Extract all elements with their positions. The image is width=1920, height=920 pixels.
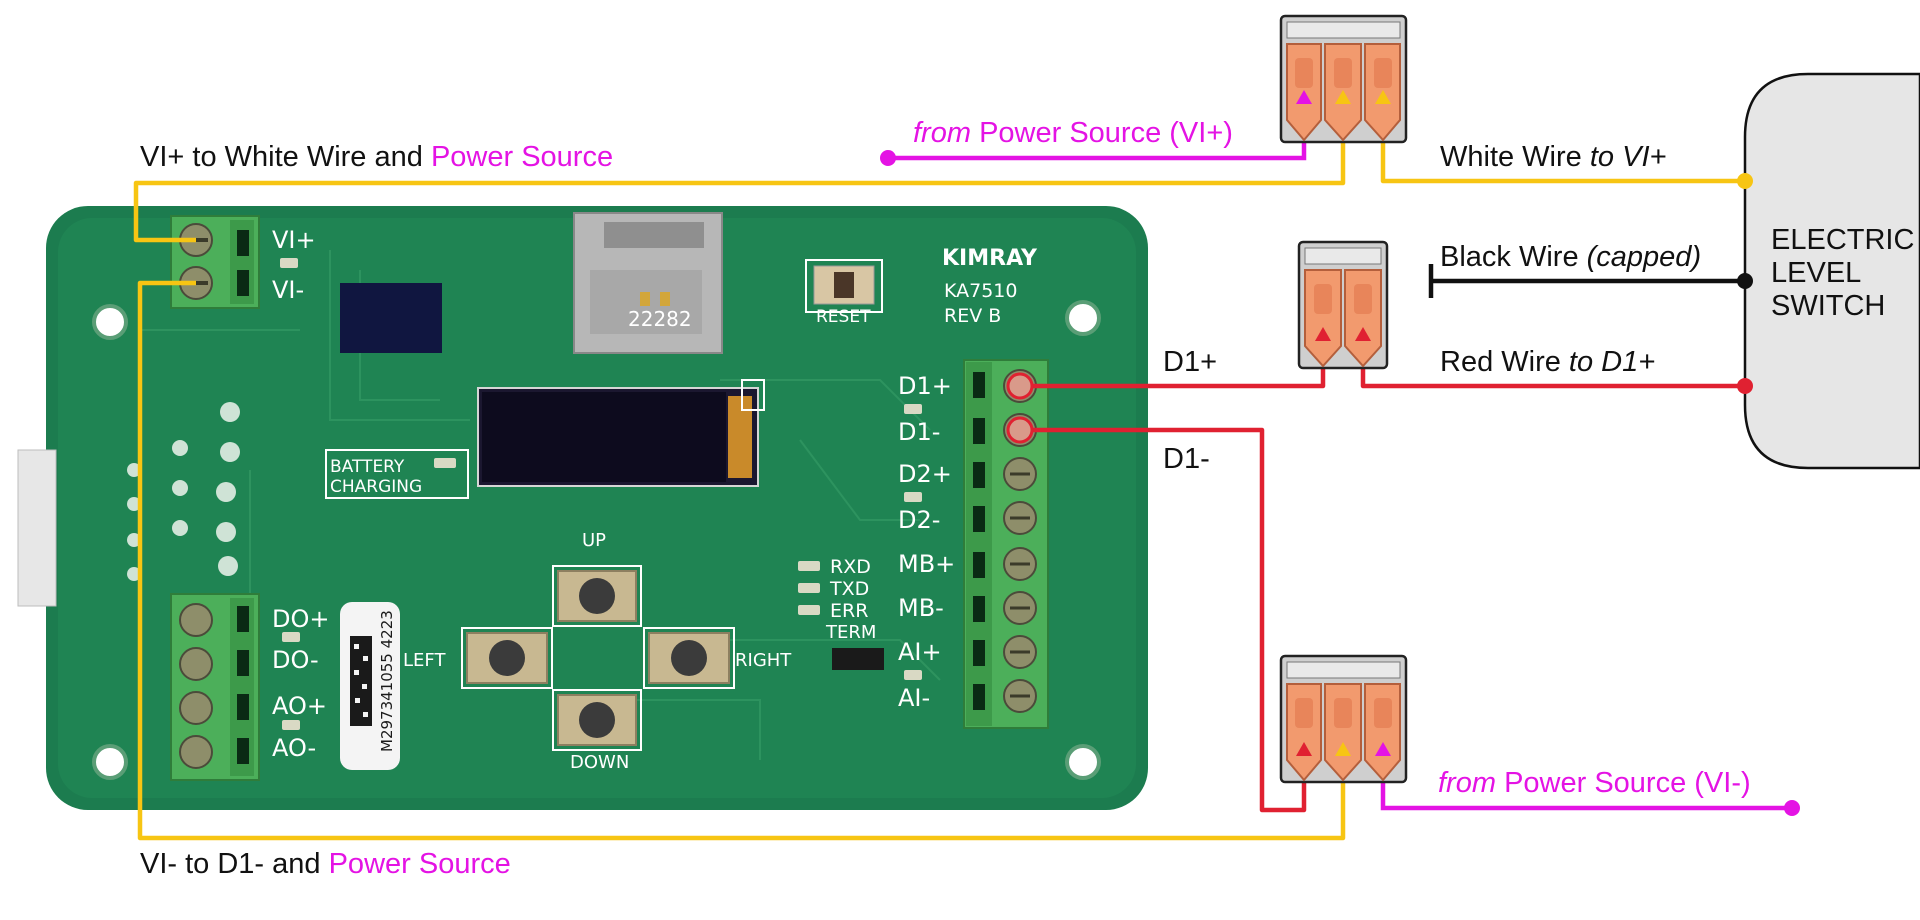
switch-line-1: ELECTRIC xyxy=(1771,224,1915,256)
d2-minus-silk: D2- xyxy=(898,506,940,534)
reset-label: RESET xyxy=(816,307,871,327)
up-label: UP xyxy=(582,530,606,551)
electric-level-switch-label: ELECTRIC LEVEL SWITCH xyxy=(1771,224,1914,323)
model-number: KA7510 xyxy=(944,280,1017,302)
switch-line-3: SWITCH xyxy=(1771,290,1886,322)
brand-logo: KIMRAY xyxy=(942,246,1038,271)
rxd-label: RXD xyxy=(830,556,871,578)
wago-connector-bottom xyxy=(1279,654,1408,784)
power-source-vi-plus-callout: from Power Source (VI+) xyxy=(913,119,1233,148)
d1-plus-silk: D1+ xyxy=(898,372,952,400)
left-label: LEFT xyxy=(403,650,446,671)
right-label: RIGHT xyxy=(735,650,792,671)
battery-charging-indicator: BATTERY CHARGING xyxy=(325,449,469,499)
power-source-vi-minus: Power Source (VI-) xyxy=(1504,767,1751,799)
navigation-pad: UP LEFT RIGHT DOWN xyxy=(403,530,792,773)
do-minus-silk: DO- xyxy=(272,646,319,674)
do-plus-silk: DO+ xyxy=(272,605,329,633)
oled-display xyxy=(477,379,765,487)
vi-plus-silk: VI+ xyxy=(272,226,316,254)
vi-plus-callout-power: Power Source xyxy=(430,141,614,173)
serial-label: M297341055 4223 xyxy=(340,602,400,770)
vi-minus-callout-text: VI- to D1- and xyxy=(140,848,321,880)
d1-minus-silk: D1- xyxy=(898,418,940,446)
vi-minus-callout: VI- to D1- and Power Source xyxy=(140,850,511,879)
sd-card-code: 22282 xyxy=(628,307,692,331)
do-ao-terminal-block: DO+ DO- AO+ AO- xyxy=(170,593,329,781)
wago-connector-middle xyxy=(1297,240,1389,370)
ao-minus-silk: AO- xyxy=(272,734,316,762)
mb-plus-silk: MB+ xyxy=(898,550,955,578)
black-wire-text: Black Wire xyxy=(1440,241,1579,273)
black-wire xyxy=(1428,264,1745,298)
white-wire-to: to VI+ xyxy=(1589,141,1667,173)
switch-line-2: LEVEL xyxy=(1771,257,1862,289)
charging-label: CHARGING xyxy=(330,477,422,497)
dark-chip xyxy=(340,283,442,353)
vi-minus-callout-power: Power Source xyxy=(328,848,511,880)
red-wire-text: Red Wire xyxy=(1440,346,1561,378)
ai-plus-silk: AI+ xyxy=(898,638,942,666)
pcb-board: 22282 RESET KIMRAY KA7510 REV B BATTERY … xyxy=(17,206,1148,810)
mounting-holes xyxy=(92,300,1101,780)
d2-plus-silk: D2+ xyxy=(898,460,952,488)
vi-plus-callout-text: VI+ to White Wire and xyxy=(140,141,423,173)
red-wire-to: to D1+ xyxy=(1568,346,1656,378)
d1-plus-callout: D1+ xyxy=(1163,346,1218,378)
revision: REV B xyxy=(944,305,1001,327)
down-label: DOWN xyxy=(570,752,629,773)
wago-connector-top xyxy=(1279,14,1408,144)
from-bottom: from xyxy=(1438,767,1496,799)
reset-button: RESET xyxy=(805,259,883,327)
red-wire-callout: Red Wire to D1+ xyxy=(1440,348,1655,377)
white-wire-callout: White Wire to VI+ xyxy=(1440,143,1666,172)
status-leds: RXD TXD ERR TERM xyxy=(798,556,884,670)
ai-minus-silk: AI- xyxy=(898,684,930,712)
power-source-vi-minus-callout: from Power Source (VI-) xyxy=(1438,769,1751,798)
black-wire-callout: Black Wire (capped) xyxy=(1440,243,1701,272)
vi-minus-silk: VI- xyxy=(272,276,304,304)
txd-label: TXD xyxy=(829,578,869,600)
white-wire-text: White Wire xyxy=(1440,141,1582,173)
battery-label: BATTERY xyxy=(330,457,405,477)
serial-number: M297341055 4223 xyxy=(378,610,396,752)
vi-plus-callout: VI+ to White Wire and Power Source xyxy=(140,143,613,172)
sd-card-slot: 22282 xyxy=(573,212,723,354)
black-wire-note: (capped) xyxy=(1586,241,1702,273)
mb-minus-silk: MB- xyxy=(898,594,944,622)
power-source-vi-plus: Power Source (VI+) xyxy=(979,117,1233,149)
side-connector xyxy=(17,449,57,607)
electric-level-switch xyxy=(1743,72,1920,470)
vi-terminal-block: VI+ VI- xyxy=(170,215,316,309)
d1-minus-callout: D1- xyxy=(1163,443,1210,475)
term-label: TERM xyxy=(825,622,876,643)
from-top: from xyxy=(913,117,971,149)
ao-plus-silk: AO+ xyxy=(272,692,327,720)
err-label: ERR xyxy=(830,600,868,622)
wire-endpoints xyxy=(880,150,1800,816)
